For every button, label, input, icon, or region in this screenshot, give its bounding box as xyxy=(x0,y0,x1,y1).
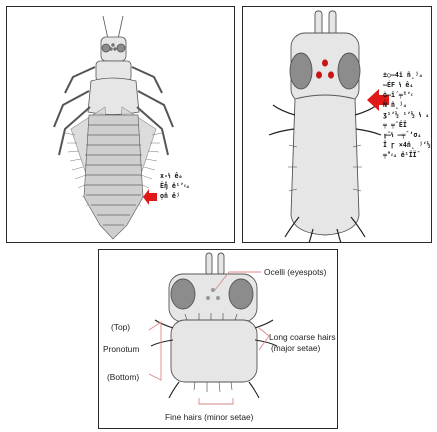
abdomen xyxy=(84,115,143,239)
ocellus xyxy=(211,288,215,292)
garbled-label-line: Ñ ñ̥ʲ₄ xyxy=(383,100,407,109)
garbled-label-line: ȯ–ḯ ╤̃¹ʼᵡ xyxy=(383,91,413,99)
garbled-label-line: ╤̃ʼᵡ₄ ë¹ÏÏ̄ xyxy=(382,150,420,159)
garbled-label-line: ╤ ╤̃ ÊÏ xyxy=(382,120,407,129)
garbled-label-line: Êŋ̊ ë¹ʼᵡ₄ xyxy=(160,181,190,190)
antenna-left xyxy=(103,16,108,39)
whole-insect-illustration: x-ꝇ ê₀ Êŋ̊ ë¹ʼᵡ₄ ọñ êʲ xyxy=(7,7,235,243)
ocellus xyxy=(322,59,328,66)
garbled-label-line: ╔̃–ꝇ –╤̄ ʼσ₄ xyxy=(383,131,421,139)
eye-right xyxy=(117,44,125,52)
ocellus xyxy=(112,44,114,46)
label-top: (Top) xyxy=(111,322,130,332)
eye-right xyxy=(338,53,360,89)
head-closeup-illustration: ±○–4ĭ ñ̥ʲ₄ –ÉF ꝇ ê₄ ȯ–ḯ ╤̃¹ʼᵡ Ñ ñ̥ʲ₄ ʒ¹ʼ… xyxy=(243,7,432,243)
antenna-right xyxy=(118,16,123,39)
ocellus xyxy=(110,48,112,50)
pronotum xyxy=(291,95,359,235)
ocellus xyxy=(328,71,334,78)
garbled-label-line: ʒ¹ʼ½ ¹ʼ½ ꝇ ₄ xyxy=(383,111,429,119)
antenna-left xyxy=(206,253,212,275)
ocellus xyxy=(206,296,210,300)
ocellus xyxy=(114,48,116,50)
ocellus xyxy=(216,296,220,300)
garbled-label-line: ±○–4ĭ ñ̥ʲ₄ xyxy=(383,71,423,79)
labeled-diagram-illustration: Ocelli (eyespots) (Top) Pronotum (Bottom… xyxy=(99,250,338,429)
label-major-setae: (major setae) xyxy=(271,343,321,353)
ocellus xyxy=(316,71,322,78)
eye-left xyxy=(171,279,195,309)
eye-left xyxy=(290,53,312,89)
antenna-right xyxy=(218,253,224,275)
thorax xyxy=(88,78,139,115)
label-long-hairs: Long coarse hairs xyxy=(269,332,336,342)
garbled-label-line: x-ꝇ ê₀ xyxy=(160,172,182,180)
garbled-label-line: ọñ êʲ xyxy=(160,192,180,200)
pronotum xyxy=(171,320,257,382)
garbled-label-line: Ï ɼ ×4ñ̥ ʲʼ½ xyxy=(383,140,431,149)
label-bottom: (Bottom) xyxy=(107,372,139,382)
eye-left xyxy=(102,44,110,52)
garbled-label-line: –ÉF ꝇ ê₄ xyxy=(383,80,413,89)
label-fine-hairs: Fine hairs (minor setae) xyxy=(165,412,254,422)
eye-right xyxy=(229,279,253,309)
label-ocelli: Ocelli (eyespots) xyxy=(264,267,327,277)
panel-labeled-diagram: Ocelli (eyespots) (Top) Pronotum (Bottom… xyxy=(98,249,338,429)
panel-whole-insect: x-ꝇ ê₀ Êŋ̊ ë¹ʼᵡ₄ ọñ êʲ xyxy=(6,6,235,243)
panel-head-closeup: ±○–4ĭ ñ̥ʲ₄ –ÉF ꝇ ê₄ ȯ–ḯ ╤̃¹ʼᵡ Ñ ñ̥ʲ₄ ʒ¹ʼ… xyxy=(242,6,432,243)
red-arrow xyxy=(143,189,157,205)
garbled-label: ±○–4ĭ ñ̥ʲ₄ –ÉF ꝇ ê₄ ȯ–ḯ ╤̃¹ʼᵡ Ñ ñ̥ʲ₄ ʒ¹ʼ… xyxy=(382,71,431,159)
label-pronotum: Pronotum xyxy=(103,344,139,354)
